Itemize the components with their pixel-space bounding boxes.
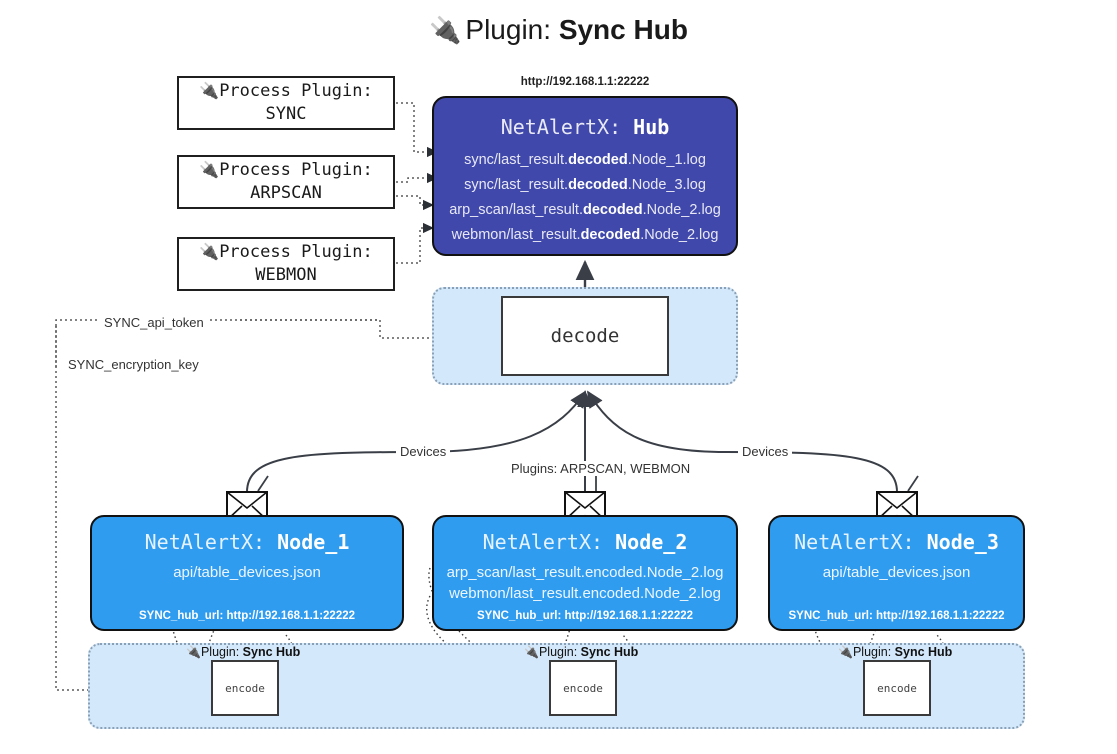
encode-box-3[interactable]: encode (863, 660, 931, 716)
plug-icon: 🔌 (429, 15, 462, 45)
node-box-node-3[interactable]: NetAlertX: Node_3 api/table_devices.json… (768, 515, 1025, 631)
encoder-plugin-label-3: 🔌Plugin: Sync Hub (838, 645, 952, 659)
node-title-prefix: NetAlertX: (482, 530, 604, 554)
page-title-name: Sync Hub (558, 14, 688, 45)
decode-box[interactable]: decode (501, 296, 669, 376)
plug-icon: 🔌 (199, 81, 220, 101)
hub-url-label: http://192.168.1.1:22222 (520, 76, 650, 88)
hub-log-pre: sync/last_result. (464, 152, 569, 168)
hub-log-row: arp_scan/last_result.decoded.Node_2.log (434, 198, 736, 223)
hub-log-rows: sync/last_result.decoded.Node_1.log sync… (434, 148, 736, 248)
encode-box-2[interactable]: encode (549, 660, 617, 716)
hub-log-mid: decoded (568, 152, 628, 168)
edge-label-devices-left: Devices (396, 444, 451, 459)
plug-icon: 🔌 (838, 645, 853, 659)
plug-icon: 🔌 (199, 160, 220, 180)
plug-icon: 🔌 (524, 645, 539, 659)
encoder-plugin-prefix: Plugin: (200, 645, 240, 659)
hub-log-mid: decoded (580, 226, 641, 243)
node-line: webmon/last_result.encoded.Node_2.log (449, 585, 721, 602)
encode-box-1[interactable]: encode (211, 660, 279, 716)
hub-log-post: .Node_1.log (627, 152, 706, 168)
process-plugin-name: SYNC (265, 104, 307, 124)
edge-label-sync-api-token: SYNC_api_token (100, 315, 208, 330)
node-title: NetAlertX: Node_1 (92, 530, 402, 554)
encoder-plugin-name: Sync Hub (580, 645, 639, 659)
hub-log-pre: webmon/last_result. (451, 226, 581, 243)
node-box-node-2[interactable]: NetAlertX: Node_2 arp_scan/last_result.e… (432, 515, 738, 631)
node-line: api/table_devices.json (173, 564, 321, 581)
node-title: NetAlertX: Node_2 (434, 530, 736, 554)
hub-box[interactable]: NetAlertX: Hub sync/last_result.decoded.… (432, 96, 738, 256)
plug-icon: 🔌 (186, 645, 201, 659)
page-title: 🔌Plugin: Sync Hub (0, 14, 1117, 46)
hub-log-post: .Node_2.log (640, 226, 719, 243)
hub-log-post: .Node_2.log (642, 201, 721, 218)
hub-log-row: sync/last_result.decoded.Node_3.log (434, 173, 736, 198)
hub-log-post: .Node_3.log (627, 176, 706, 193)
node-title-name: Node_2 (615, 530, 688, 554)
encoder-plugin-label-2: 🔌Plugin: Sync Hub (524, 645, 638, 659)
edge-label-devices-right: Devices (738, 444, 793, 459)
process-plugin-label: Process Plugin: (219, 242, 373, 263)
node-title-prefix: NetAlertX: (794, 530, 915, 554)
encoder-plugin-prefix: Plugin: (852, 645, 892, 659)
node-hub-url-label: SYNC_hub_url: http://192.168.1.1:22222 (788, 610, 1005, 622)
encoder-plugin-name: Sync Hub (242, 645, 301, 659)
encoder-plugin-prefix: Plugin: (538, 645, 578, 659)
hub-log-pre: arp_scan/last_result. (449, 201, 583, 218)
plug-icon: 🔌 (199, 242, 220, 262)
hub-log-mid: decoded (582, 201, 643, 218)
process-plugin-label: Process Plugin: (219, 160, 373, 181)
node-line: api/table_devices.json (822, 564, 971, 581)
process-plugin-box-sync[interactable]: 🔌Process Plugin: SYNC (177, 76, 395, 130)
encoder-plugin-name: Sync Hub (894, 645, 953, 659)
hub-log-mid: decoded (568, 176, 628, 193)
process-plugin-label: Process Plugin: (219, 81, 373, 102)
process-plugin-name: ARPSCAN (250, 183, 322, 203)
edge-label-plugins-center: Plugins: ARPSCAN, WEBMON (507, 461, 695, 476)
edge-label-sync-encryption-key: SYNC_encryption_key (64, 357, 203, 372)
hub-log-pre: sync/last_result. (464, 176, 569, 193)
process-plugin-box-arpscan[interactable]: 🔌Process Plugin: ARPSCAN (177, 155, 395, 209)
node-line: arp_scan/last_result.encoded.Node_2.log (446, 564, 724, 581)
node-title-name: Node_1 (277, 530, 350, 554)
encoder-plugin-label-1: 🔌Plugin: Sync Hub (186, 645, 300, 659)
page-title-prefix: Plugin: (465, 14, 552, 45)
node-title-name: Node_3 (926, 530, 999, 554)
node-title-prefix: NetAlertX: (144, 530, 266, 554)
node-title: NetAlertX: Node_3 (770, 530, 1023, 554)
node-box-node-1[interactable]: NetAlertX: Node_1 api/table_devices.json… (90, 515, 404, 631)
hub-log-row: webmon/last_result.decoded.Node_2.log (434, 223, 736, 248)
hub-log-row: sync/last_result.decoded.Node_1.log (434, 148, 736, 173)
node-hub-url-label: SYNC_hub_url: http://192.168.1.1:22222 (138, 610, 356, 622)
process-plugin-box-webmon[interactable]: 🔌Process Plugin: WEBMON (177, 237, 395, 291)
hub-title: NetAlertX: Hub (434, 115, 736, 139)
process-plugin-name: WEBMON (255, 265, 317, 285)
hub-title-name: Hub (633, 115, 670, 139)
hub-title-prefix: NetAlertX: (500, 115, 622, 139)
node-hub-url-label: SYNC_hub_url: http://192.168.1.1:22222 (476, 610, 694, 622)
